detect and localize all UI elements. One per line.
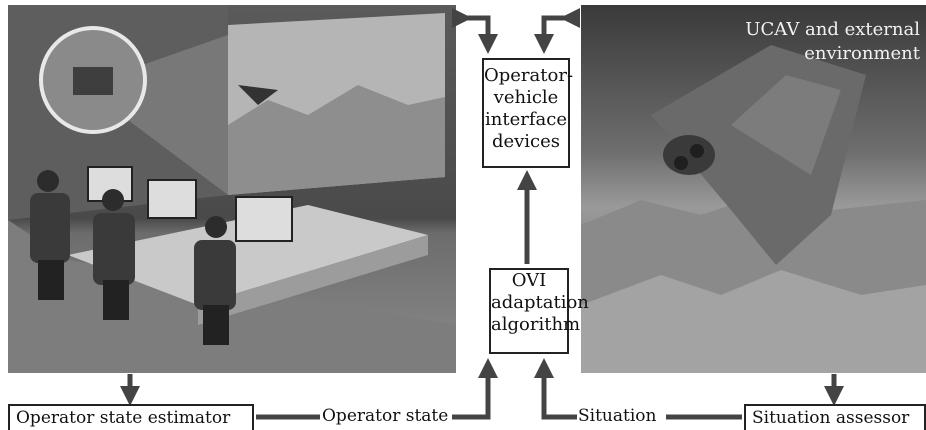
top-right-arrow — [534, 8, 580, 54]
ovi-algorithm-line-3: algorithm — [491, 314, 581, 335]
ucav-illustration — [581, 45, 926, 373]
control-room-illustration — [8, 5, 456, 373]
ucav-environment-label: UCAV and external environment — [600, 18, 920, 66]
ovi-devices-line-2: vehicle — [493, 87, 559, 108]
ucav-label-line-1: UCAV and external — [745, 19, 920, 40]
operator-state-edge-label: Operator state — [322, 404, 449, 428]
ovi-algorithm-line-1: OVI — [511, 270, 547, 291]
ovi-algorithm-node: OVI adaptation algorithm — [489, 268, 589, 354]
situation-edge-label: Situation — [578, 404, 657, 428]
situation-assessor-node: Situation assessor — [744, 404, 926, 430]
situation-arrow — [534, 358, 577, 420]
control-room-image — [8, 5, 456, 373]
operator-state-estimator-node: Operator state estimator — [8, 404, 254, 430]
ovi-devices-line-4: devices — [491, 131, 561, 152]
ucav-image — [581, 5, 926, 373]
ovi-algorithm-line-2: adaptation — [491, 292, 589, 313]
ovi-devices-node: Operator- vehicle interface devices — [482, 58, 574, 168]
ucav-label-line-2: environment — [804, 43, 920, 64]
ovi-devices-line-1: Operator- — [484, 65, 574, 86]
operator-state-arrow — [452, 358, 498, 420]
ovi-devices-line-3: interface — [485, 109, 567, 130]
top-left-arrow — [452, 8, 498, 54]
